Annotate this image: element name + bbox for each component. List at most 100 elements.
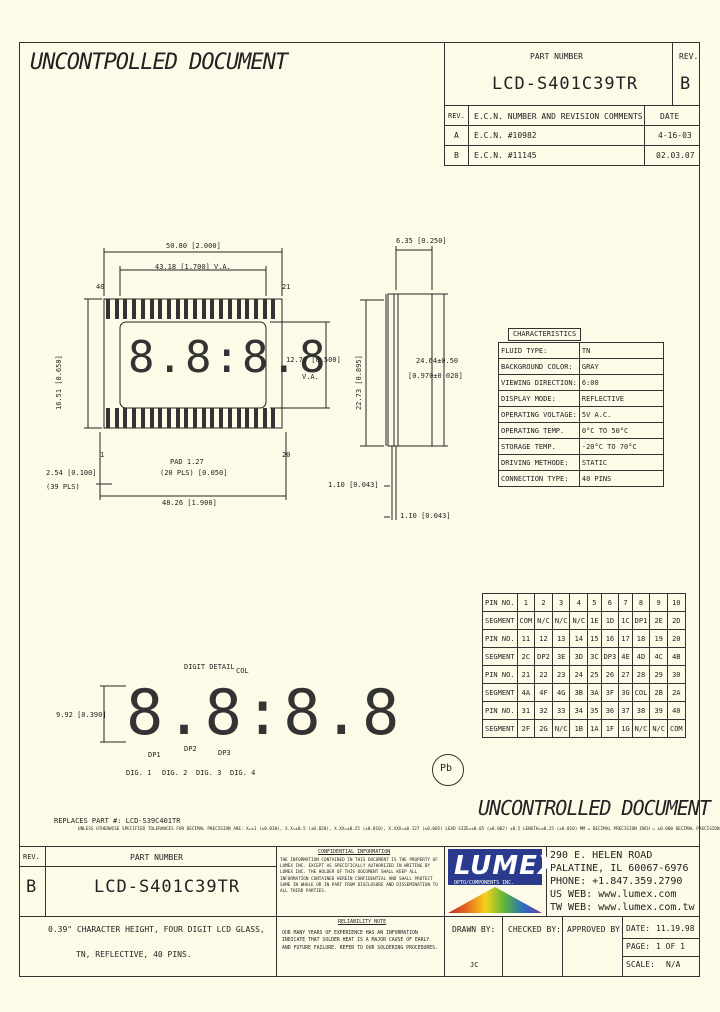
dim-pin-1: 1.10 [0.043] bbox=[328, 481, 379, 489]
pinout-cell: 5 bbox=[587, 593, 602, 612]
pinout-cell: 2G bbox=[534, 719, 553, 738]
pinout-cell: 22 bbox=[534, 665, 553, 684]
tb-part-number-label: PART NUMBER bbox=[130, 853, 183, 862]
pinout-cell: 7 bbox=[618, 593, 633, 612]
lumex-logo: LUMEX OPTO/COMPONENTS INC. bbox=[448, 849, 558, 913]
pinout-cell: 3G bbox=[618, 683, 633, 702]
lcd-pin bbox=[227, 408, 232, 428]
pinout-cell: 20 bbox=[666, 629, 686, 648]
pinout-cell: 1F bbox=[600, 719, 620, 738]
pinout-cell: 28 bbox=[631, 665, 651, 684]
dp1-label: DP1 bbox=[148, 751, 161, 759]
pinout-cell: 32 bbox=[534, 701, 553, 720]
tb-rev-label: REV. bbox=[23, 853, 40, 861]
dim-va-height-1: 12.70 [0.500] bbox=[286, 356, 341, 364]
pinout-cell: COM bbox=[516, 611, 536, 630]
pinout-cell: 2B bbox=[649, 683, 668, 702]
pinout-cell: N/C bbox=[551, 719, 571, 738]
characteristic-value: STATIC bbox=[578, 454, 665, 471]
pin-40-label: 40 bbox=[96, 283, 105, 291]
dim-va-height-2: V.A. bbox=[302, 373, 319, 381]
replaces-part: REPLACES PART #: LCD-S39C401TR bbox=[54, 817, 181, 825]
pinout-cell: 8 bbox=[631, 593, 651, 612]
pin-20-label: 20 bbox=[282, 451, 291, 459]
lcd-pin bbox=[106, 299, 110, 319]
pinout-cell: 17 bbox=[618, 629, 633, 648]
lcd-pin bbox=[245, 408, 250, 428]
lcd-pin bbox=[140, 408, 145, 428]
digit-detail-glyphs: 8.8:8.8 bbox=[126, 676, 402, 749]
pinout-cell: 3B bbox=[569, 683, 589, 702]
characteristic-key: OPERATING VOLTAGE: bbox=[498, 406, 580, 423]
pinout-cell: 2 bbox=[534, 593, 553, 612]
lcd-pin bbox=[227, 299, 232, 319]
pinout-cell: 16 bbox=[600, 629, 620, 648]
pinout-cell: 12 bbox=[534, 629, 553, 648]
pinout-cell: DP1 bbox=[631, 611, 651, 630]
lcd-pin bbox=[210, 408, 215, 428]
pinout-cell: 30 bbox=[666, 665, 686, 684]
lcd-pin bbox=[140, 299, 145, 319]
characteristic-row: CONNECTION TYPE:40 PINS bbox=[498, 470, 665, 487]
pinout-cell: 4D bbox=[631, 647, 651, 666]
date-row-a: 4-16-03 bbox=[658, 131, 692, 140]
lcd-pin bbox=[219, 299, 224, 319]
pinout-cell: 35 bbox=[587, 701, 602, 720]
dim-thickness: 6.35 [0.250] bbox=[396, 237, 447, 245]
lcd-pin bbox=[210, 299, 215, 319]
rev-col-header: REV. bbox=[448, 112, 465, 120]
lcd-pin bbox=[166, 408, 171, 428]
checked-by-label: CHECKED BY: bbox=[508, 925, 561, 934]
confidential-title: CONFIDENTIAL INFORMATION bbox=[318, 849, 391, 855]
pinout-cell: 3A bbox=[587, 683, 602, 702]
page-value: 1 OF 1 bbox=[656, 942, 685, 951]
pinout-cell: 1C bbox=[618, 611, 633, 630]
pinout-cell: DP2 bbox=[534, 647, 553, 666]
pinout-cell: 4E bbox=[618, 647, 633, 666]
characteristic-row: OPERATING TEMP.0°C TO 50°C bbox=[498, 422, 665, 439]
side-view-glass bbox=[387, 293, 433, 447]
pinout-cell: 11 bbox=[516, 629, 536, 648]
lcd-pin bbox=[184, 299, 189, 319]
characteristic-row: BACKGROUND COLOR:GRAY bbox=[498, 358, 665, 375]
ecn-row-a: E.C.N. #10982 bbox=[474, 131, 537, 140]
pitch-1: 2.54 [0.100] bbox=[46, 469, 97, 477]
characteristic-value: TN bbox=[578, 342, 665, 359]
pinout-cell: 10 bbox=[666, 593, 686, 612]
characteristic-key: DRIVING METHODE: bbox=[498, 454, 580, 471]
characteristic-row: STORAGE TEMP.-20°C TO 70°C bbox=[498, 438, 665, 455]
lcd-pin bbox=[253, 408, 258, 428]
dim-height-outer: 16.51 [0.650] bbox=[55, 355, 63, 410]
pin-1-label: 1 bbox=[100, 451, 105, 459]
characteristic-row: OPERATING VOLTAGE:5V A.C. bbox=[498, 406, 665, 423]
address-2: PALATINE, IL 60067-6976 bbox=[550, 863, 689, 874]
pinout-cell: 14 bbox=[569, 629, 589, 648]
ecn-col-header: E.C.N. NUMBER AND REVISION COMMENTS bbox=[474, 112, 643, 121]
lcd-pin bbox=[166, 299, 171, 319]
part-number: LCD-S401C39TR bbox=[492, 74, 639, 94]
part-number-label: PART NUMBER bbox=[530, 52, 583, 61]
pinout-cell: 3D bbox=[569, 647, 589, 666]
logo-text: LUMEX bbox=[454, 851, 559, 881]
rev-label: REV. bbox=[679, 52, 699, 61]
pinout-cell: 39 bbox=[649, 701, 668, 720]
pinout-cell: 3C bbox=[587, 647, 602, 666]
logo-subtext: OPTO/COMPONENTS INC. bbox=[454, 880, 515, 886]
dp2-label: DP2 bbox=[184, 745, 197, 753]
pinout-cell: N/C bbox=[649, 719, 668, 738]
pinout-cell: 26 bbox=[600, 665, 620, 684]
description-1: 0.39" CHARACTER HEIGHT, FOUR DIGIT LCD G… bbox=[48, 925, 265, 934]
pinout-cell: 1 bbox=[516, 593, 536, 612]
approved-by-label: APPROVED BY: bbox=[567, 925, 625, 934]
pitch-2: (39 PLS) bbox=[46, 483, 80, 491]
lcd-pin bbox=[123, 299, 128, 319]
dig-1-label: DIG. 1 bbox=[126, 769, 152, 777]
lcd-pin bbox=[262, 408, 267, 428]
scale-label: SCALE: bbox=[626, 960, 655, 969]
characteristic-key: VIEWING DIRECTION: bbox=[498, 374, 580, 391]
pinout-cell: 24 bbox=[569, 665, 589, 684]
pinout-cell: PIN NO. bbox=[482, 665, 518, 684]
lcd-pin bbox=[271, 408, 276, 428]
